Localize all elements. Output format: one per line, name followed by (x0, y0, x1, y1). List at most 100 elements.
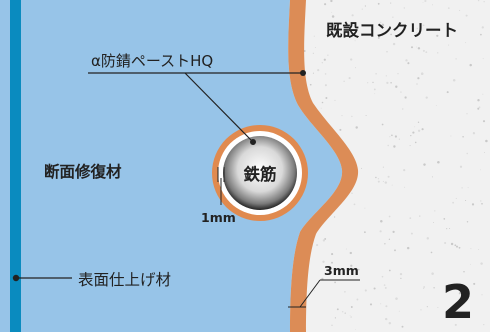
concrete-speck (397, 73, 399, 75)
concrete-speck (350, 58, 353, 61)
concrete-speck (390, 81, 392, 84)
rebar-steel (223, 136, 297, 210)
concrete-speck (461, 187, 463, 189)
concrete-speck (450, 135, 452, 137)
concrete-speck (395, 297, 398, 300)
concrete-speck (421, 128, 424, 131)
concrete-speck (422, 2, 424, 3)
concrete-speck (477, 107, 480, 110)
concrete-speck (353, 203, 356, 206)
concrete-speck (364, 289, 367, 292)
concrete-speck (348, 77, 351, 80)
concrete-speck (416, 83, 418, 85)
concrete-speck (324, 84, 327, 87)
concrete-speck (404, 186, 406, 188)
concrete-speck (470, 248, 472, 250)
concrete-speck (357, 268, 360, 271)
concrete-speck (481, 26, 484, 29)
concrete-speck (355, 67, 357, 69)
concrete-speck (444, 241, 447, 245)
concrete-speck (355, 126, 358, 129)
concrete-speck (431, 4, 434, 6)
concrete-speck (331, 15, 335, 18)
concrete-speck (380, 303, 382, 305)
concrete-speck (400, 91, 402, 93)
concrete-speck (404, 96, 407, 99)
concrete-speck (433, 287, 435, 289)
concrete-speck (387, 175, 390, 178)
rebar-label: 鉄筋 (244, 164, 277, 184)
concrete-speck (482, 93, 484, 95)
concrete-speck (356, 298, 359, 301)
concrete-speck (422, 49, 425, 52)
concrete-speck (336, 308, 339, 311)
concrete-speck (479, 169, 481, 171)
concrete-speck (373, 287, 376, 290)
concrete-speck (388, 269, 391, 272)
concrete-speck (459, 165, 463, 168)
concrete-speck (388, 321, 392, 325)
concrete-speck (410, 134, 412, 137)
concrete-speck (416, 32, 417, 34)
concrete-speck (350, 306, 353, 308)
concrete-speck (436, 34, 439, 37)
concrete-speck (387, 144, 389, 147)
concrete-speck (331, 324, 333, 327)
concrete-speck (390, 2, 392, 4)
concrete-speck (317, 68, 320, 72)
concrete-speck (354, 40, 356, 42)
concrete-speck (350, 264, 353, 267)
concrete-speck (341, 311, 344, 313)
concrete-speck (388, 238, 391, 240)
concrete-speck (482, 58, 484, 60)
concrete-speck (320, 107, 322, 109)
concrete-speck (410, 46, 414, 49)
concrete-speck (459, 9, 461, 11)
concrete-speck (434, 210, 436, 212)
concrete-speck (394, 135, 398, 138)
concrete-speck (431, 272, 434, 275)
concrete-speck (406, 246, 410, 250)
concrete-speck (377, 180, 380, 183)
concrete-speck (437, 161, 440, 164)
paste-leader-line-to-ring (184, 72, 252, 141)
concrete-speck (321, 62, 323, 64)
concrete-speck (331, 261, 333, 264)
concrete-speck (333, 216, 336, 218)
concrete-speck (381, 123, 384, 126)
concrete-speck (458, 246, 461, 249)
concrete-speck (331, 253, 334, 256)
concrete-speck (426, 237, 430, 240)
concrete-speck (392, 16, 394, 18)
concrete-speck (309, 83, 312, 86)
concrete-speck (409, 145, 411, 147)
concrete-speck (483, 152, 485, 153)
concrete-speck (323, 58, 326, 61)
concrete-speck (469, 263, 471, 265)
concrete-speck (478, 106, 481, 108)
concrete-speck (339, 128, 342, 131)
concrete-speck (430, 251, 433, 254)
concrete-speck (477, 0, 480, 2)
concrete-speck (424, 0, 426, 2)
concrete-speck (466, 113, 468, 115)
concrete-speck (341, 115, 343, 117)
concrete-speck (379, 230, 382, 233)
concrete-speck (364, 207, 366, 209)
concrete-speck (477, 99, 480, 102)
concrete-speck (465, 199, 467, 202)
concrete-speck (314, 290, 315, 292)
concrete-speck (364, 231, 366, 234)
thick-dim-leader-diag (299, 279, 321, 308)
concrete-speck (391, 184, 393, 186)
concrete-speck (435, 105, 437, 107)
concrete-speck (423, 286, 425, 288)
concrete-speck (455, 245, 459, 248)
concrete-speck (414, 126, 416, 128)
concrete-speck (377, 2, 380, 5)
concrete-speck (344, 290, 346, 293)
thick-dim-label: 3mm (324, 263, 359, 278)
concrete-speck (400, 277, 402, 280)
concrete-speck (409, 217, 412, 219)
concrete-speck (420, 72, 424, 75)
